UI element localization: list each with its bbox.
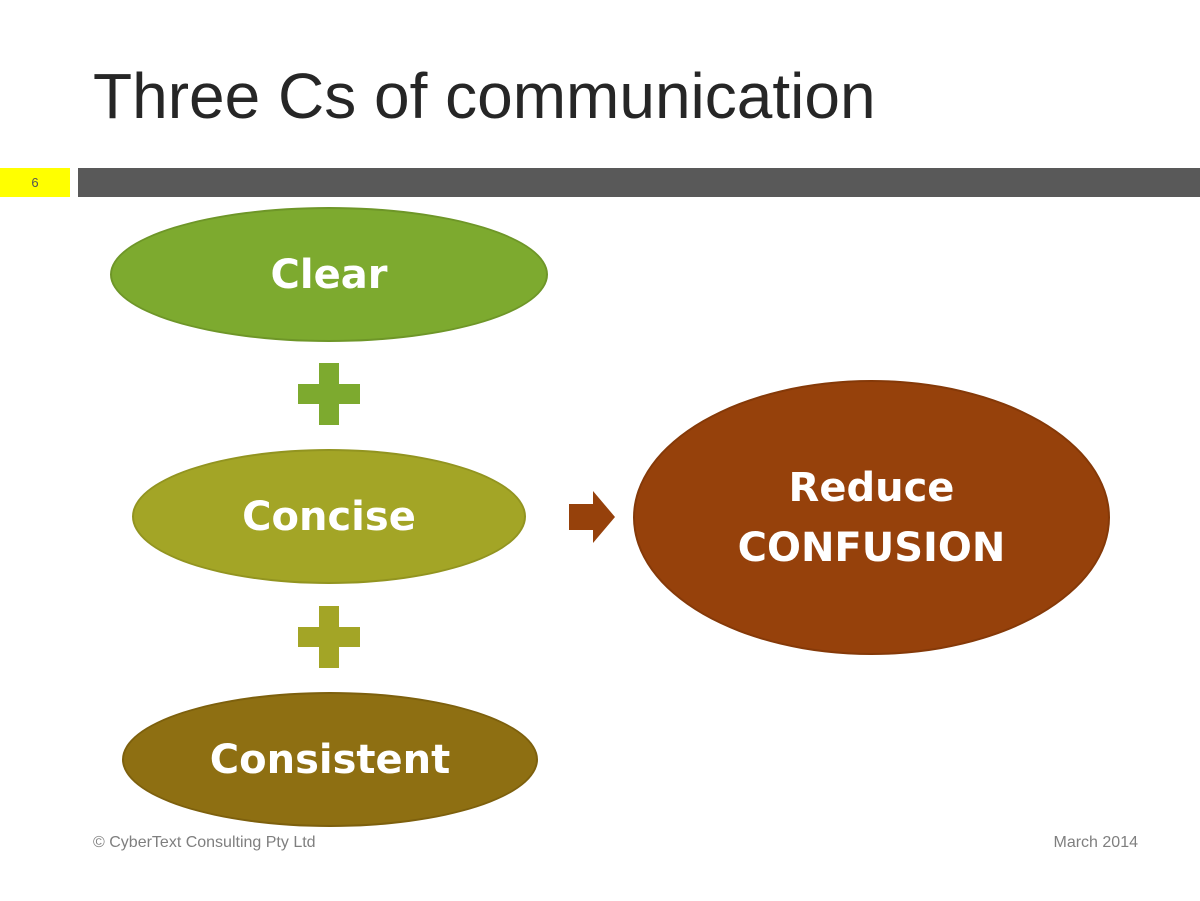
slide-title: Three Cs of communication <box>93 60 876 132</box>
plus-icon-vertical <box>319 363 339 425</box>
plus-icon <box>298 606 360 668</box>
oval-clear-label: Clear <box>270 251 388 298</box>
oval-concise: Concise <box>132 449 526 584</box>
oval-result-line1: Reduce <box>788 464 955 511</box>
oval-result-line2: CONFUSION <box>737 524 1006 571</box>
oval-consistent-label: Consistent <box>209 736 451 783</box>
oval-clear: Clear <box>110 207 548 342</box>
right-arrow-icon <box>569 491 615 543</box>
plus-icon <box>298 363 360 425</box>
oval-concise-label: Concise <box>242 493 416 540</box>
oval-result: Reduce CONFUSION <box>633 380 1110 655</box>
plus-icon-vertical <box>319 606 339 668</box>
slide-number-badge: 6 <box>0 168 70 197</box>
right-arrow-shape <box>569 491 615 543</box>
oval-consistent: Consistent <box>122 692 538 827</box>
footer-date: March 2014 <box>1053 834 1139 851</box>
title-divider-bar <box>78 168 1200 197</box>
footer-copyright: © CyberText Consulting Pty Ltd <box>93 834 316 851</box>
